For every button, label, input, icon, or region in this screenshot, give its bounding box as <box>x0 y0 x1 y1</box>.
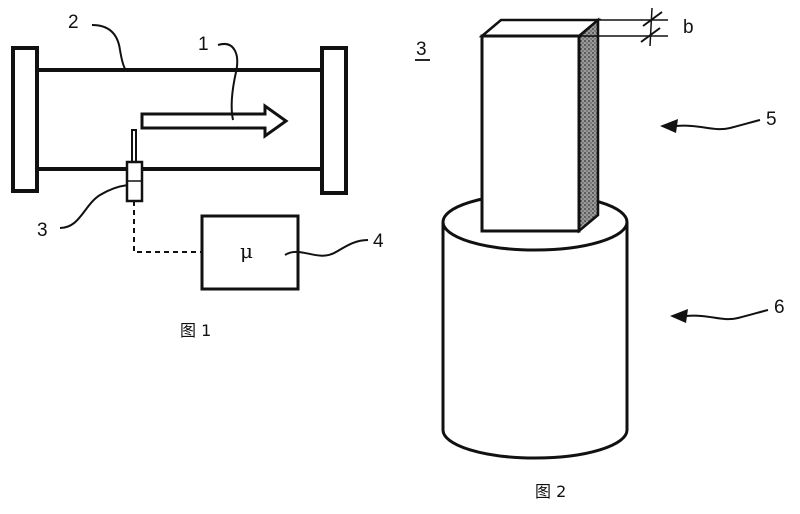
label-element: 5 <box>766 109 777 130</box>
label-base: 6 <box>774 297 785 318</box>
element-top-face <box>478 18 602 38</box>
arrow-6-head <box>670 309 688 323</box>
flow-arrow <box>140 103 289 139</box>
sensor-element <box>478 17 602 234</box>
leader-2 <box>91 24 127 71</box>
processor-symbol: μ <box>240 239 253 263</box>
pipe <box>11 46 348 195</box>
right-flange <box>320 46 348 195</box>
label-processor: 4 <box>373 231 384 252</box>
figure-1: μ 2 1 3 4 图 1 <box>11 12 384 340</box>
arrow-6-shaft <box>685 309 769 321</box>
cylinder-base <box>441 192 629 460</box>
label-assembly: 3 <box>416 39 427 60</box>
left-flange <box>11 46 39 193</box>
label-thickness: b <box>683 17 694 38</box>
arrow-5-shaft <box>675 119 761 131</box>
figure-1-caption: 图 1 <box>180 321 211 340</box>
figure-2: b 3 5 6 图 2 <box>415 7 785 501</box>
arrow-5-head <box>660 119 678 133</box>
cylinder-body <box>441 222 629 460</box>
leader-1 <box>217 42 239 121</box>
label-sensor: 3 <box>37 220 48 241</box>
figure-2-caption: 图 2 <box>535 482 566 501</box>
sensor-probe <box>131 129 137 163</box>
label-pipe: 2 <box>68 12 79 33</box>
leader-4 <box>284 239 369 257</box>
sensor <box>125 129 144 203</box>
leader-3 <box>59 184 129 229</box>
element-front-face <box>480 34 581 233</box>
thickness-dimension <box>579 7 668 47</box>
signal-line <box>133 201 202 253</box>
element-side-face <box>577 17 600 234</box>
label-flow: 1 <box>198 34 209 55</box>
